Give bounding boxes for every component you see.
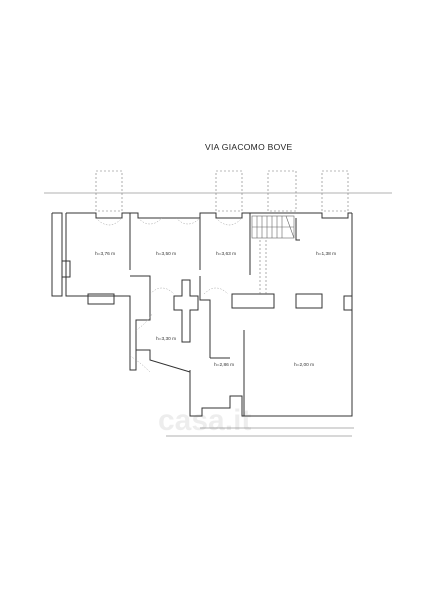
- partition: [295, 218, 300, 241]
- outer-wall: [65, 213, 151, 371]
- window-projection: [267, 170, 297, 212]
- wall-niche: [61, 260, 71, 278]
- room-height-label: h=2,00 m: [294, 362, 314, 368]
- watermark: casa.it: [158, 404, 252, 437]
- door-swing: [129, 355, 151, 373]
- pillar: [173, 279, 199, 343]
- partition: [130, 275, 151, 294]
- window-projection: [215, 170, 243, 212]
- outer-wall: [189, 213, 353, 417]
- wall-block: [343, 295, 353, 311]
- room-height-label: h=3,30 m: [156, 336, 176, 342]
- door-swing: [137, 217, 163, 225]
- window-projection: [95, 170, 123, 212]
- wall-block: [231, 293, 275, 309]
- wall-block: [295, 293, 323, 309]
- room-height-label: h=2,86 m: [214, 362, 234, 368]
- door-swing: [175, 217, 201, 225]
- door-swing: [149, 287, 175, 295]
- outer-wall: [51, 212, 63, 297]
- window-projection: [321, 170, 349, 212]
- street-label: VIA GIACOMO BOVE: [205, 142, 293, 152]
- partition: [199, 276, 211, 358]
- door-swing: [95, 217, 123, 226]
- staircase: [251, 215, 295, 239]
- outer-wall: [66, 212, 352, 219]
- room-height-label: h=1,38 m: [316, 251, 336, 257]
- door-swing: [215, 217, 243, 226]
- outer-wall: [135, 320, 191, 373]
- room-height-label: h=3,63 m: [216, 251, 236, 257]
- door-swing: [203, 287, 229, 295]
- room-height-label: h=3,76 m: [95, 251, 115, 257]
- wall-niche: [87, 293, 115, 305]
- room-height-label: h=3,50 m: [156, 251, 176, 257]
